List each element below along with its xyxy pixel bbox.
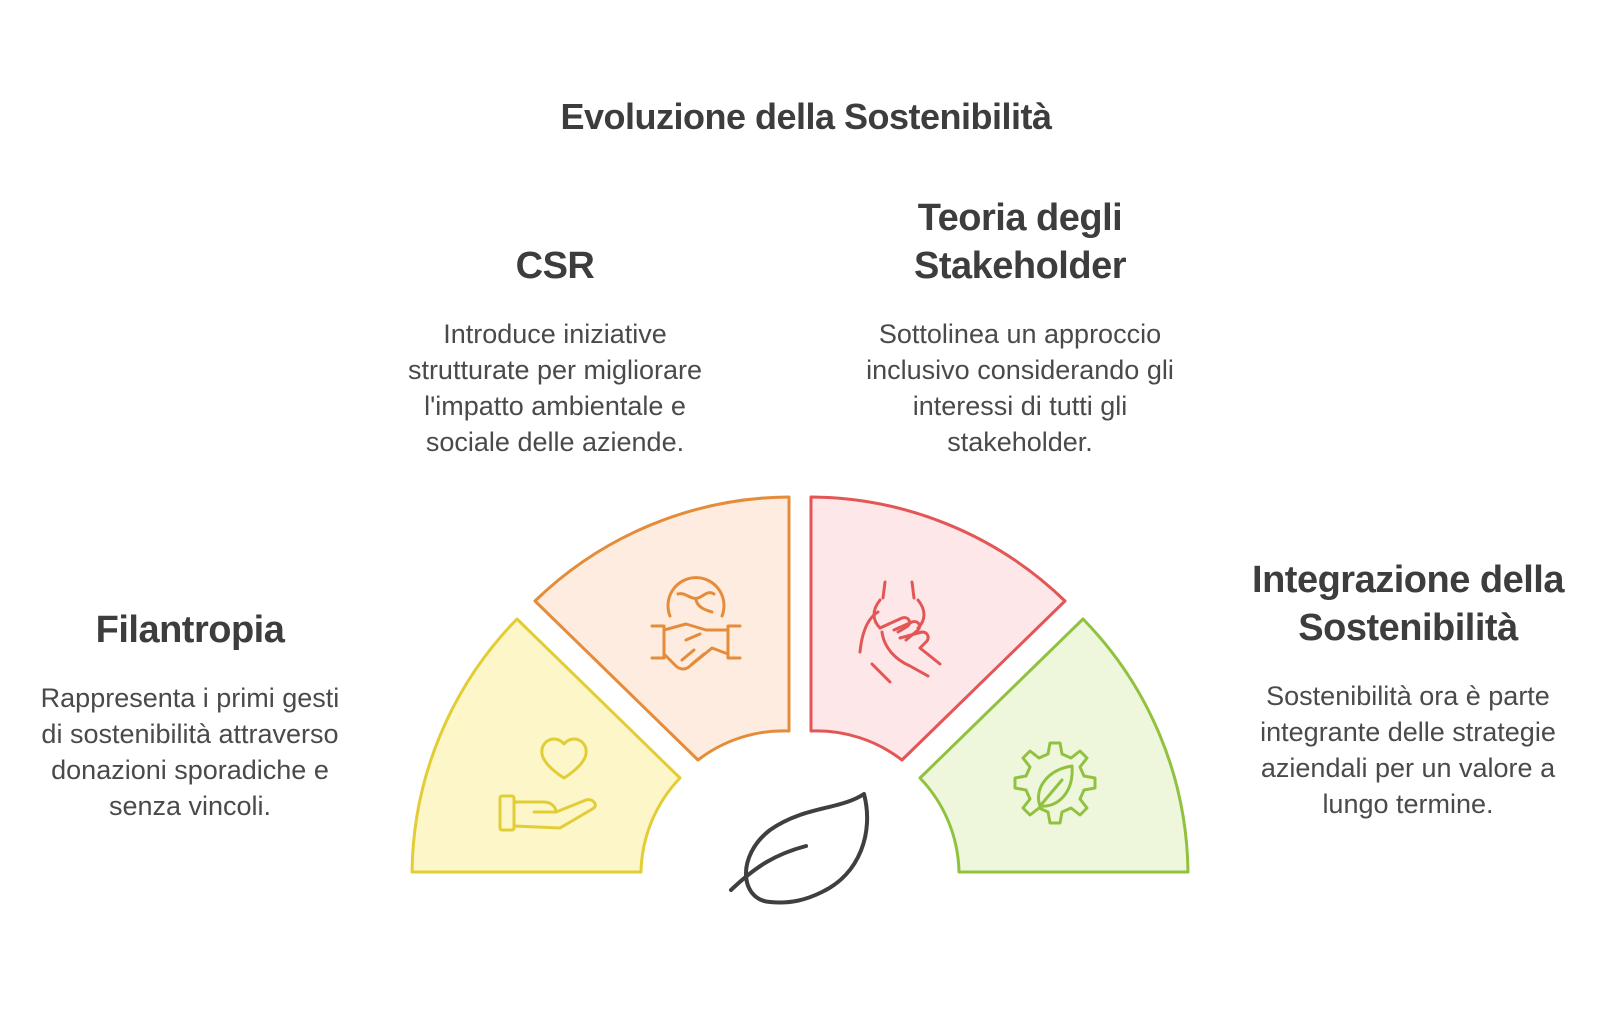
leaf-icon xyxy=(729,792,870,905)
globe-handshake-icon xyxy=(650,576,742,671)
joined-hands-icon xyxy=(858,580,942,684)
segment-csr xyxy=(533,495,791,762)
diagram-title: Evoluzione della Sostenibilità xyxy=(560,96,1052,137)
stage-description: Introduce iniziative strutturate per mig… xyxy=(407,319,703,457)
hand-heart-icon xyxy=(498,737,597,832)
stage-csr: CSR Introduce iniziative strutturate per… xyxy=(400,242,710,460)
stage-heading: Filantropia xyxy=(95,609,285,651)
leaf-gear-icon xyxy=(1013,741,1097,825)
segment-stakeholder xyxy=(809,495,1067,762)
stage-filantropia: Filantropia Rappresenta i primi gesti di… xyxy=(40,606,340,824)
stage-description: Rappresenta i primi gesti di sostenibili… xyxy=(40,683,340,821)
segment-filantropia xyxy=(410,617,682,874)
segment-integrazione xyxy=(918,617,1190,874)
stage-description: Sostenibilità ora è parte integrante del… xyxy=(1260,681,1556,819)
stage-heading: CSR xyxy=(515,245,595,287)
stage-description: Sottolinea un approccio inclusivo consid… xyxy=(866,319,1174,457)
